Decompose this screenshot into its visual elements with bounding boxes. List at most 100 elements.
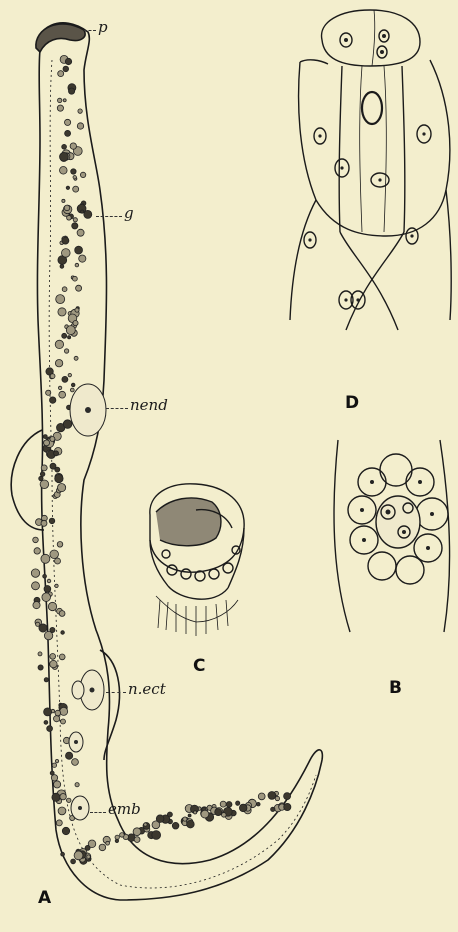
granule xyxy=(60,794,66,800)
granule xyxy=(257,802,261,806)
granule xyxy=(67,216,72,221)
granule xyxy=(271,807,275,811)
granule xyxy=(59,391,66,398)
nucleus xyxy=(78,806,82,810)
granule xyxy=(41,465,47,471)
granule xyxy=(85,845,90,850)
figure-label-d: D xyxy=(345,395,359,412)
granule xyxy=(144,823,147,826)
granule xyxy=(99,844,106,851)
granule xyxy=(63,66,69,72)
granule xyxy=(50,627,55,632)
granule xyxy=(172,822,179,829)
granule xyxy=(215,809,222,816)
granule xyxy=(79,255,86,262)
granule xyxy=(40,480,49,489)
granule xyxy=(47,579,51,583)
granule xyxy=(50,660,57,667)
granule xyxy=(65,58,71,64)
granule xyxy=(43,435,47,439)
granule xyxy=(71,859,76,864)
granule xyxy=(73,321,78,326)
granule xyxy=(61,631,65,635)
granule xyxy=(59,654,65,660)
granule xyxy=(87,855,91,859)
granule xyxy=(187,820,195,828)
granule xyxy=(64,205,70,211)
granule xyxy=(70,388,74,392)
granule xyxy=(58,386,61,389)
worm-head-cap xyxy=(36,24,85,52)
granule xyxy=(66,326,75,335)
granule xyxy=(38,652,42,656)
granule xyxy=(80,172,85,177)
granule xyxy=(63,420,72,429)
granule xyxy=(61,852,65,856)
granule xyxy=(62,287,67,292)
granule xyxy=(50,437,55,442)
granule xyxy=(75,246,83,254)
granule xyxy=(71,169,76,174)
granule xyxy=(167,812,172,817)
granule xyxy=(120,833,125,838)
granule xyxy=(156,815,164,823)
granule xyxy=(40,472,45,477)
granule xyxy=(62,144,67,149)
granule xyxy=(70,143,76,149)
granule xyxy=(75,783,79,787)
granule xyxy=(284,793,291,800)
granule xyxy=(66,752,73,759)
granule xyxy=(55,474,63,482)
granule xyxy=(62,827,69,834)
granule xyxy=(73,176,76,179)
granule xyxy=(56,820,62,826)
granule xyxy=(62,199,65,202)
granule xyxy=(268,792,276,800)
granule xyxy=(44,708,52,716)
label-g: g xyxy=(124,206,134,221)
granule xyxy=(57,105,63,111)
granule xyxy=(60,152,69,161)
granule xyxy=(48,602,56,610)
granule xyxy=(54,716,60,722)
granule xyxy=(58,807,66,815)
label-nect: n.ect xyxy=(128,682,166,697)
granule xyxy=(55,759,58,762)
granule xyxy=(56,295,65,304)
granule xyxy=(66,186,69,189)
granule xyxy=(73,218,77,222)
granule xyxy=(54,781,61,788)
granule xyxy=(62,333,67,338)
figure-label-a: A xyxy=(38,890,51,907)
granule xyxy=(74,851,83,860)
granule xyxy=(47,726,53,732)
granule xyxy=(58,308,66,316)
granule xyxy=(220,801,226,807)
granule xyxy=(54,451,59,456)
granule xyxy=(44,678,48,682)
granule xyxy=(39,624,47,632)
figure-label-c: C xyxy=(193,658,205,675)
granule xyxy=(44,721,48,725)
granule xyxy=(31,569,39,577)
granule xyxy=(61,719,66,724)
granule xyxy=(33,537,39,543)
granule xyxy=(81,210,84,213)
granule xyxy=(41,554,50,563)
granule xyxy=(236,801,240,805)
granule xyxy=(50,397,56,403)
granule xyxy=(32,582,40,590)
granule xyxy=(46,390,51,395)
granule xyxy=(69,88,75,94)
granule xyxy=(222,813,227,818)
granule xyxy=(42,593,51,602)
granule xyxy=(44,440,50,446)
granule xyxy=(58,71,64,77)
granule xyxy=(59,611,65,617)
granule xyxy=(34,548,40,554)
granule xyxy=(74,356,78,360)
leader-emb xyxy=(90,812,106,813)
granule xyxy=(72,223,78,229)
granule xyxy=(188,814,191,817)
granule xyxy=(52,793,60,801)
